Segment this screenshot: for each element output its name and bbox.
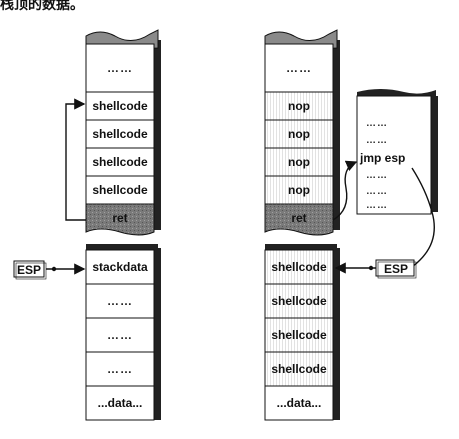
right-shellcode-4: shellcode [271, 362, 327, 376]
module-line-5: …… [366, 186, 388, 197]
right-esp-pointer [334, 259, 417, 279]
left-lower-dots-3: …… [107, 362, 133, 376]
module-line-6: …… [366, 200, 388, 211]
right-shellcode-3: shellcode [271, 328, 327, 342]
ret-to-jmp-arrow [332, 160, 358, 221]
right-lower-stack [264, 244, 340, 421]
right-data: ...data... [277, 396, 322, 410]
left-lower-stack [85, 244, 161, 421]
left-return-arrow [65, 98, 86, 221]
module-line-4: …… [366, 170, 388, 181]
left-esp-label: ESP [17, 263, 41, 277]
left-stackdata: stackdata [92, 260, 148, 274]
module-jmp-esp: jmp esp [359, 151, 405, 165]
module-line-2: …… [366, 135, 388, 146]
left-lower-dots-2: …… [107, 328, 133, 342]
left-esp-pointer [13, 260, 86, 280]
right-shellcode-2: shellcode [271, 294, 327, 308]
left-shellcode-2: shellcode [92, 127, 148, 141]
left-top-dots: …… [107, 61, 133, 75]
left-data: ...data... [98, 396, 143, 410]
right-top-dots: …… [286, 61, 312, 75]
right-nop-4: nop [288, 183, 310, 197]
right-ret-label: ret [291, 211, 306, 225]
right-esp-label: ESP [384, 262, 408, 276]
right-shellcode-1: shellcode [271, 260, 327, 274]
left-lower-dots-1: …… [107, 294, 133, 308]
right-upper-stack [264, 29, 340, 236]
left-upper-stack [85, 29, 161, 236]
right-nop-1: nop [288, 99, 310, 113]
left-shellcode-1: shellcode [92, 99, 148, 113]
right-nop-3: nop [288, 155, 310, 169]
left-shellcode-3: shellcode [92, 155, 148, 169]
caption-text: 栈顶的数据。 [0, 0, 84, 13]
right-nop-2: nop [288, 127, 310, 141]
left-shellcode-4: shellcode [92, 183, 148, 197]
module-line-1: …… [366, 118, 388, 129]
left-ret-label: ret [112, 211, 127, 225]
module-block [356, 89, 438, 215]
